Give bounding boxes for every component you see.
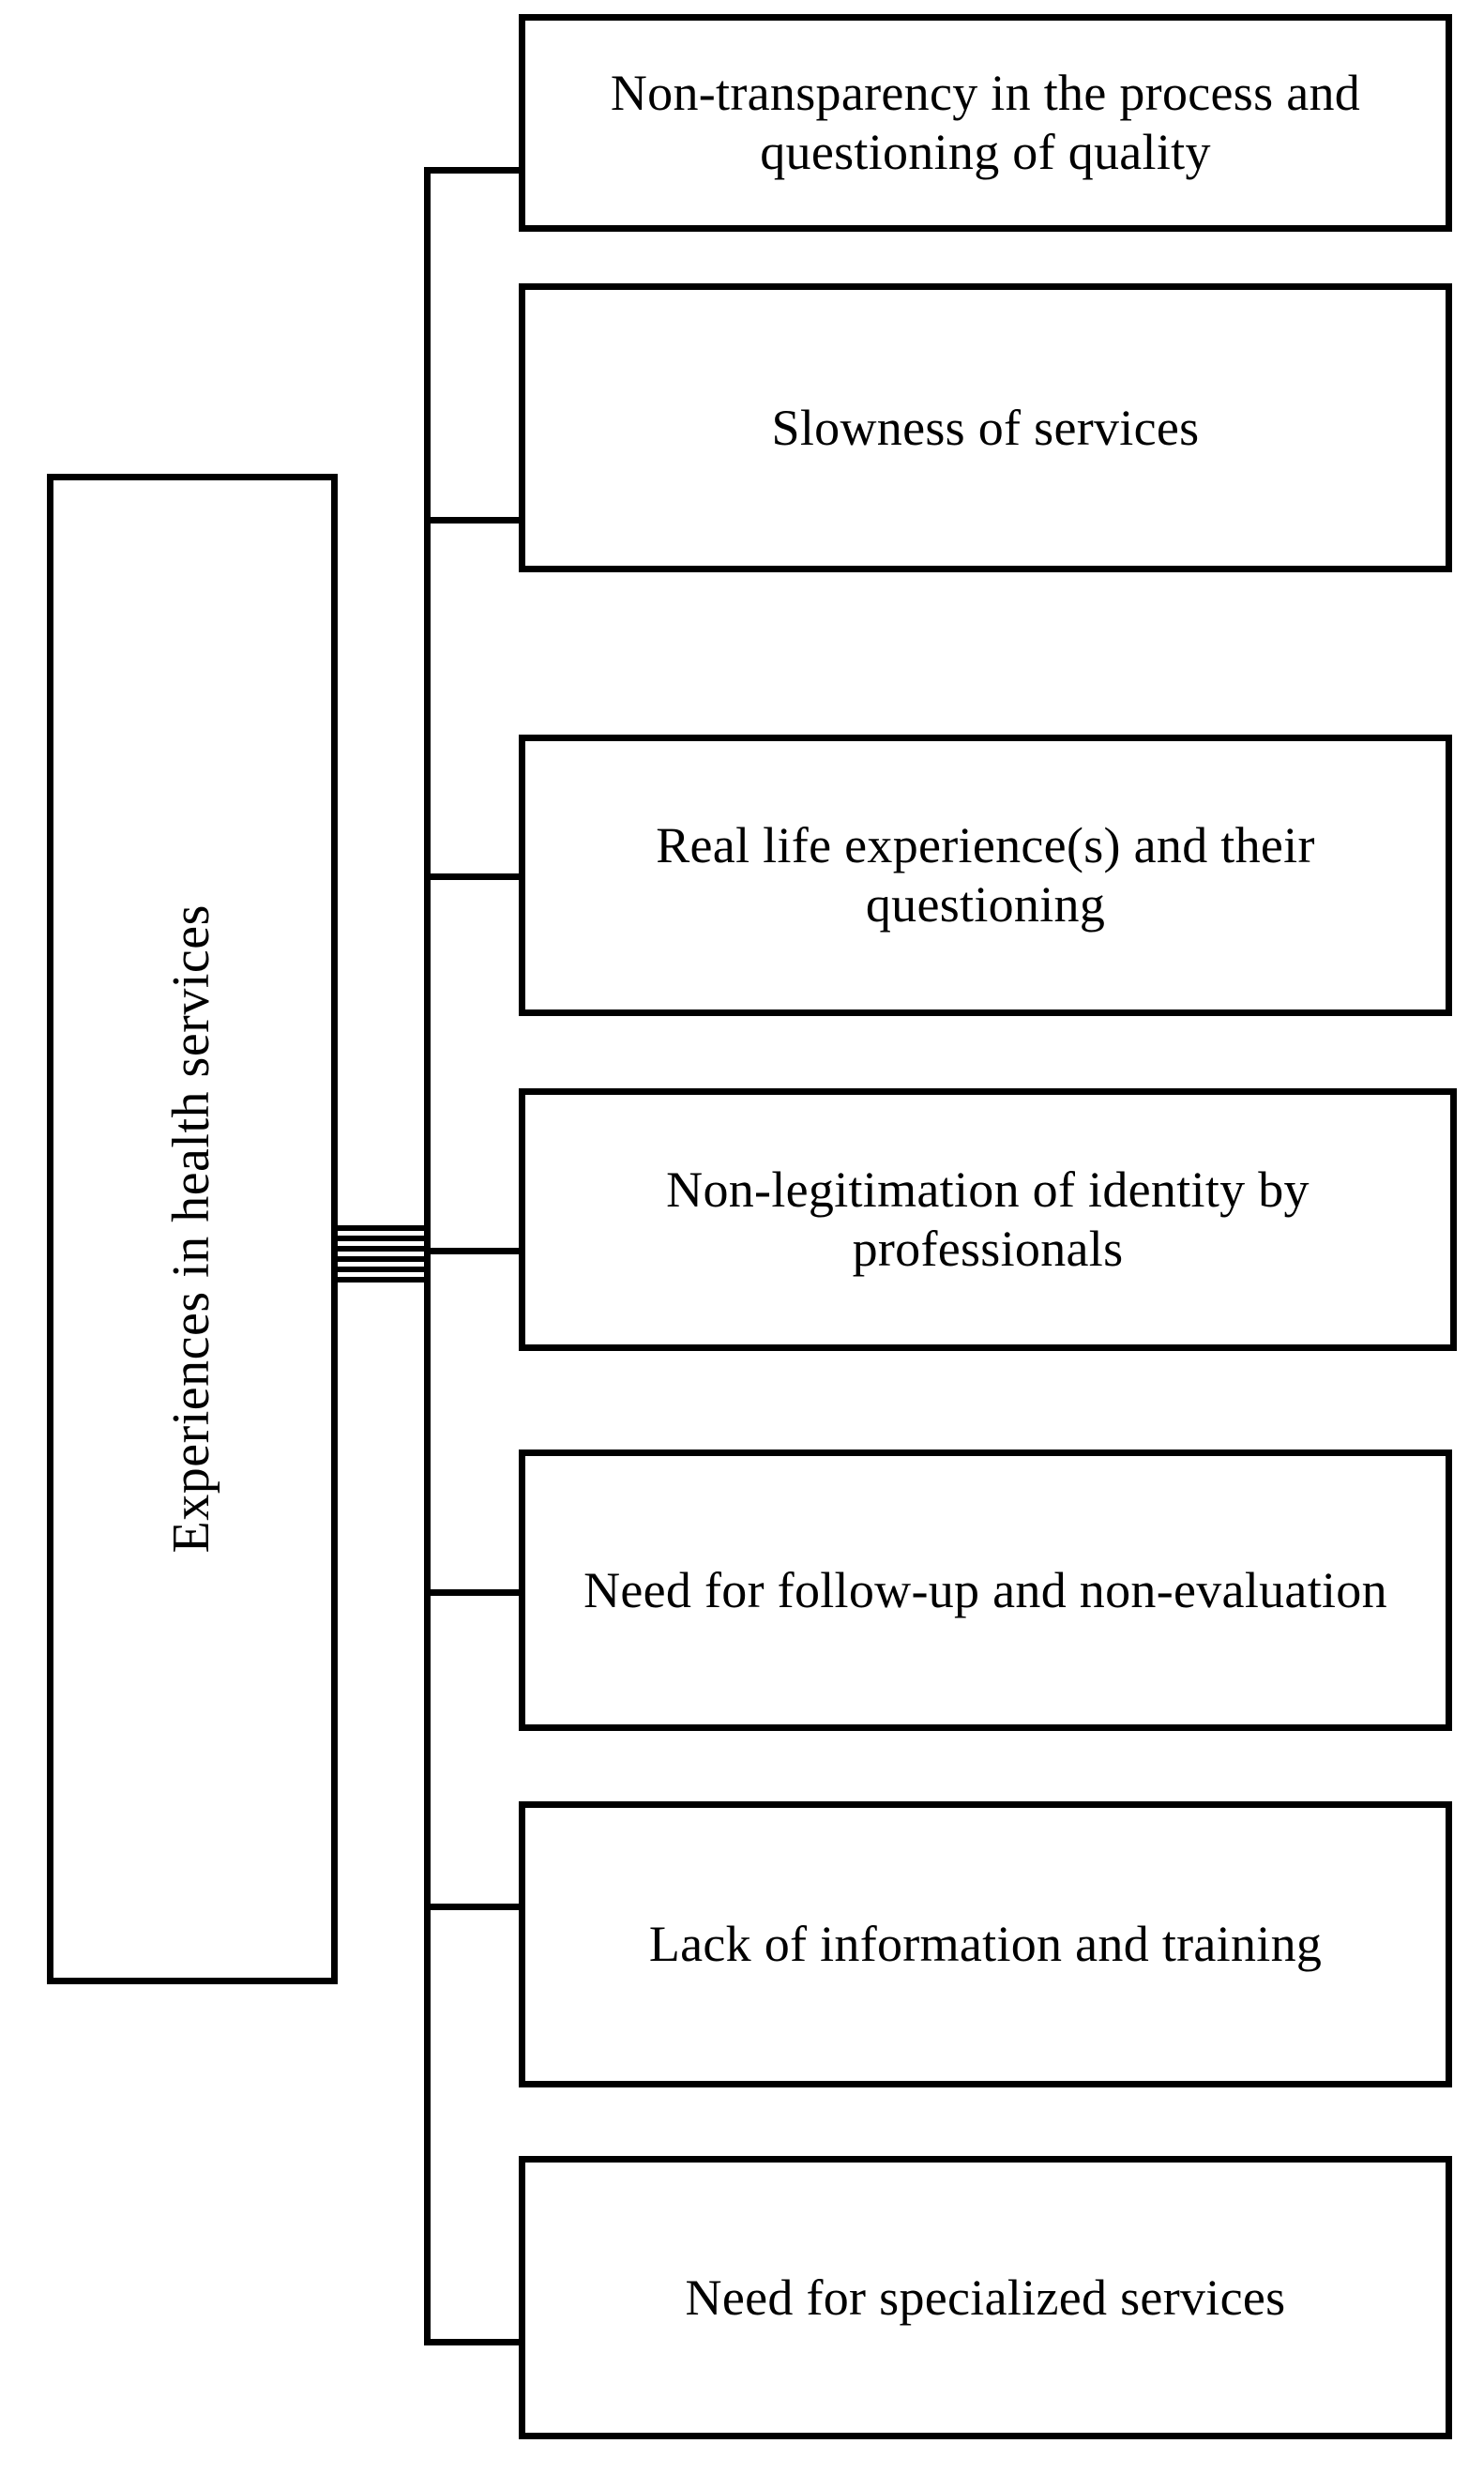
branch-stub-3 [424,873,522,880]
node-lack-of-information[interactable]: Lack of information and training [519,1801,1452,2087]
node-label-5: Need for follow-up and non-evaluation [583,1561,1387,1618]
connector-line-2 [334,1236,429,1241]
connector-line-5 [334,1267,429,1272]
branch-stub-6 [424,1904,522,1910]
root-to-trunk-connector [334,1225,429,1283]
connector-line-3 [334,1246,429,1252]
root-label-wrapper: Experiences in health services [53,480,331,1978]
root-node-label: Experiences in health services [162,904,221,1554]
node-slowness-of-services[interactable]: Slowness of services [519,283,1452,572]
node-label-7: Need for specialized services [685,2269,1286,2326]
branch-stub-2 [424,517,522,524]
node-label-2: Slowness of services [771,399,1200,456]
node-label-3: Real life experience(s) and their questi… [656,817,1315,933]
connector-line-4 [334,1256,429,1262]
connector-line-6 [334,1277,429,1283]
node-real-life-experience[interactable]: Real life experience(s) and their questi… [519,735,1452,1016]
node-non-legitimation-of-identity[interactable]: Non-legitimation of identity by professi… [519,1088,1457,1351]
node-label-4: Non-legitimation of identity by professi… [666,1161,1310,1277]
node-need-for-specialized-services[interactable]: Need for specialized services [519,2156,1452,2439]
root-node[interactable]: Experiences in health services [47,474,338,1984]
node-label-1: Non-transparency in the process and ques… [610,65,1361,180]
connector-line-1 [334,1225,429,1231]
branch-stub-5 [424,1589,522,1596]
branch-stub-4 [424,1248,522,1254]
node-need-for-follow-up[interactable]: Need for follow-up and non-evaluation [519,1449,1452,1731]
node-label-6: Lack of information and training [648,1916,1323,1973]
trunk-line [424,167,431,2345]
branch-stub-7 [424,2339,522,2345]
branch-stub-1 [424,167,522,174]
node-non-transparency[interactable]: Non-transparency in the process and ques… [519,14,1452,232]
